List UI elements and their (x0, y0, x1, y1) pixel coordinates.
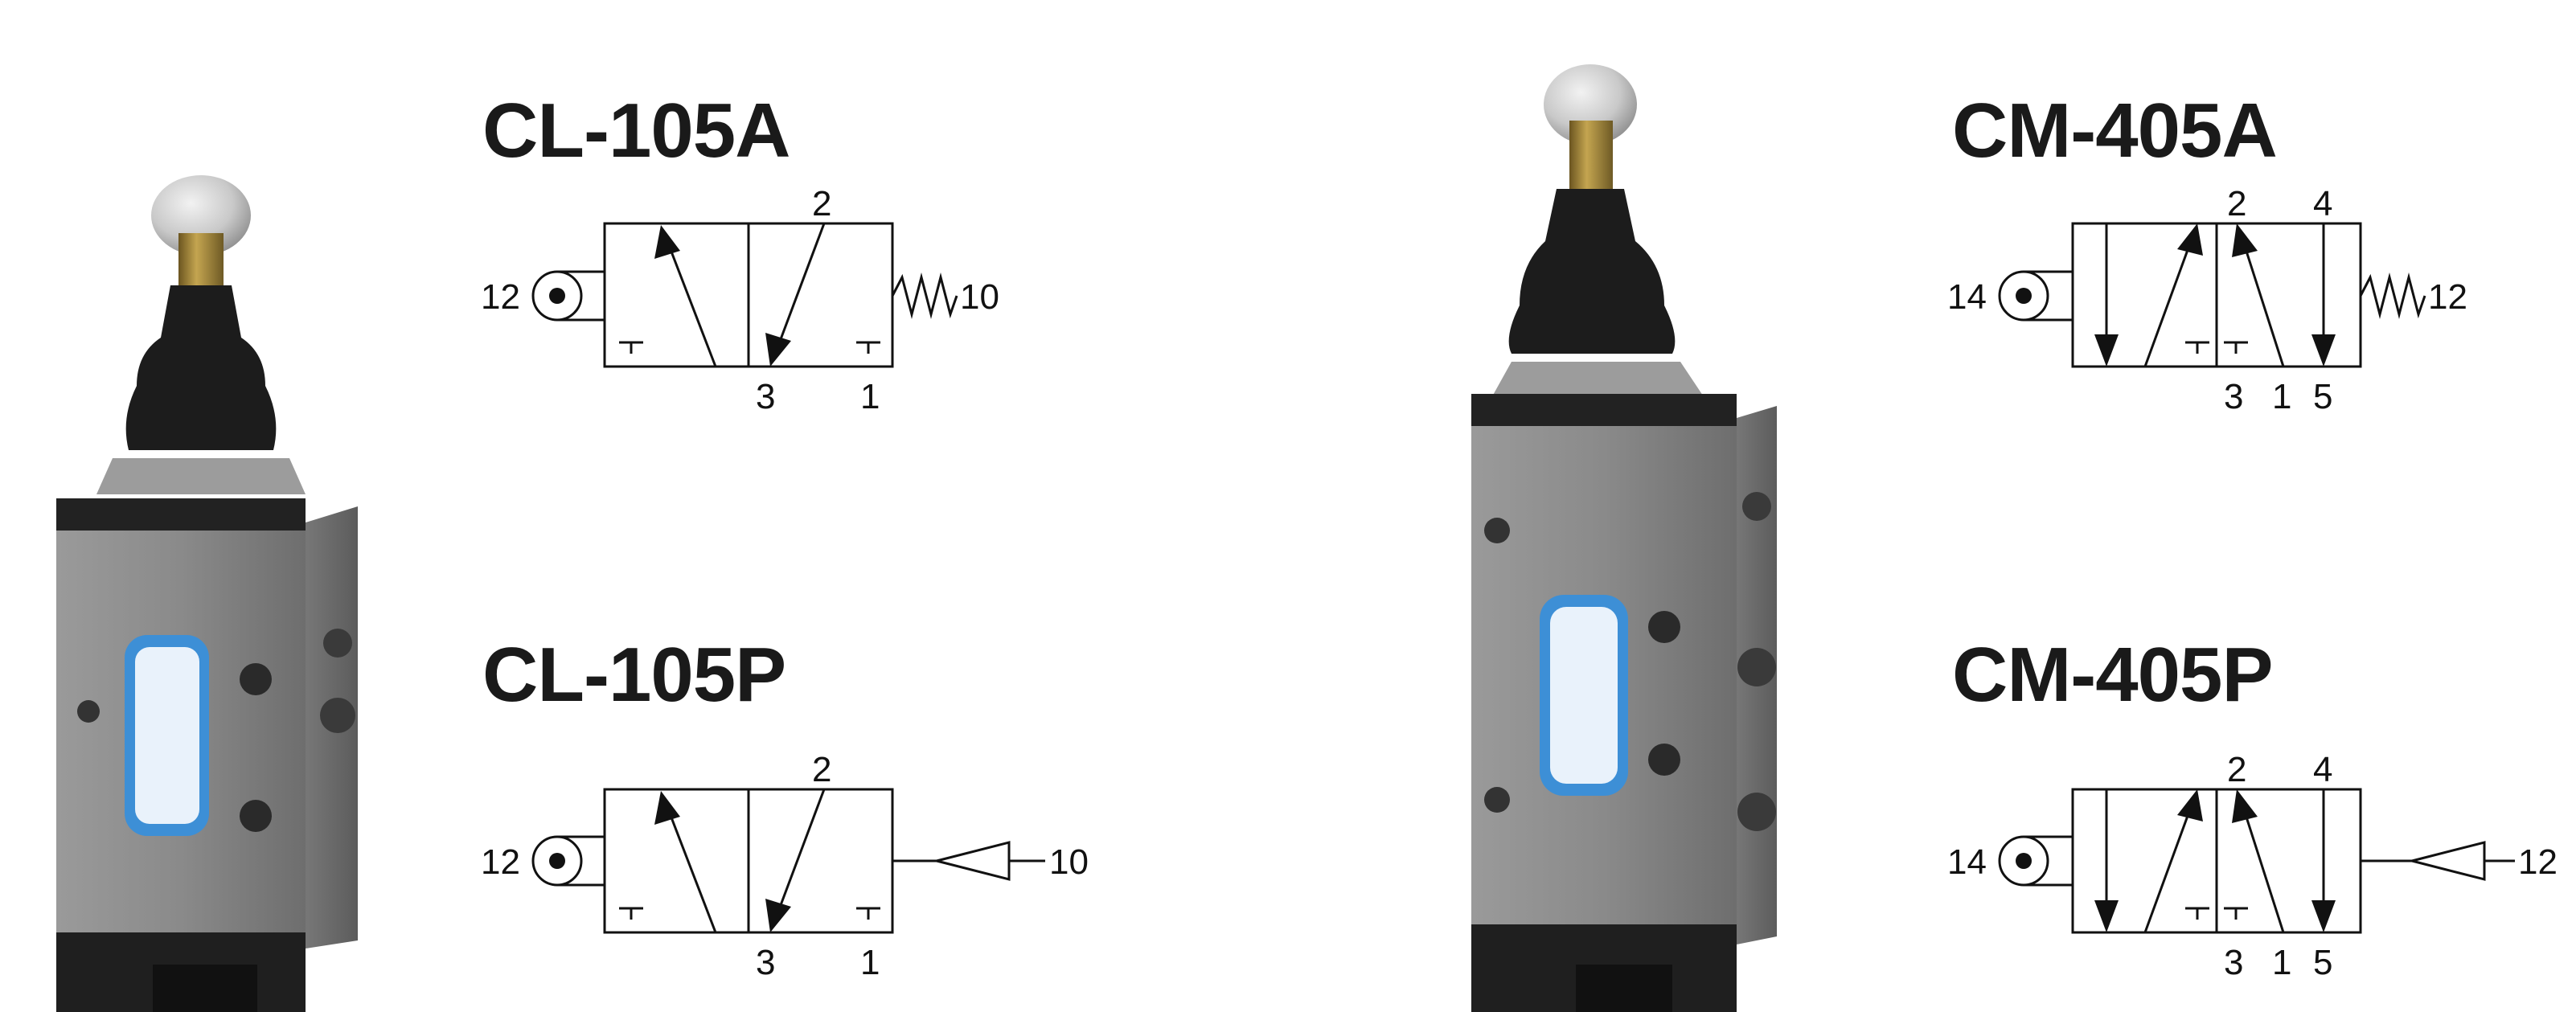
roller-lever-5-2-valve-photo (1471, 64, 1777, 1012)
return-port-label: 10 (1049, 842, 1089, 882)
valve-symbol-cm-405p: CM-405P 14 12 2 4 3 1 5 (1947, 632, 2558, 982)
brass-stem-icon (1569, 121, 1613, 189)
model-title: CM-405P (1952, 632, 2272, 718)
model-title: CM-405A (1952, 88, 2277, 174)
actuator-port-label: 14 (1947, 842, 1987, 882)
valve-symbol-cl-105p: CL-105P 12 10 2 3 1 (481, 632, 1089, 982)
rubber-boot-icon (1508, 189, 1676, 354)
brass-stem-icon (178, 233, 224, 289)
port-label: 2 (812, 184, 831, 223)
return-port-label: 12 (2428, 277, 2467, 317)
port-label: 4 (2313, 750, 2332, 789)
actuator-port-label: 12 (481, 842, 520, 882)
roller-ball-icon (1544, 64, 1637, 145)
port-label: 1 (2272, 377, 2291, 416)
port-label: 3 (2224, 377, 2243, 416)
spring-return-icon (891, 272, 958, 319)
port-label: 2 (2227, 184, 2246, 223)
valve-symbol-cm-405a: CM-405A 14 12 2 4 3 1 5 (1947, 88, 2467, 416)
port-label: 2 (2227, 750, 2246, 789)
rubber-boot-icon (125, 285, 277, 450)
model-title: CL-105P (482, 632, 786, 718)
port-label: 5 (2313, 377, 2332, 416)
model-title: CL-105A (482, 88, 790, 174)
port-label: 3 (756, 943, 775, 982)
spring-return-icon (2359, 272, 2426, 319)
port-label: 1 (2272, 943, 2291, 982)
return-port-label: 12 (2518, 842, 2558, 882)
roller-ball-icon (151, 175, 251, 256)
port-label: 2 (812, 750, 831, 789)
actuator-port-label: 12 (481, 277, 520, 317)
valve-symbol-cl-105a: CL-105A 12 10 2 3 1 (481, 88, 999, 416)
port-label: 1 (860, 943, 880, 982)
port-label: 3 (756, 377, 775, 416)
port-label: 5 (2313, 943, 2332, 982)
actuator-port-label: 14 (1947, 277, 1987, 317)
port-label: 3 (2224, 943, 2243, 982)
hex-nut-icon (1491, 362, 1704, 398)
hex-nut-icon (96, 458, 306, 494)
port-label: 1 (860, 377, 880, 416)
return-port-label: 10 (960, 277, 999, 317)
roller-lever-3-2-valve-photo (56, 175, 358, 1012)
port-label: 4 (2313, 184, 2332, 223)
